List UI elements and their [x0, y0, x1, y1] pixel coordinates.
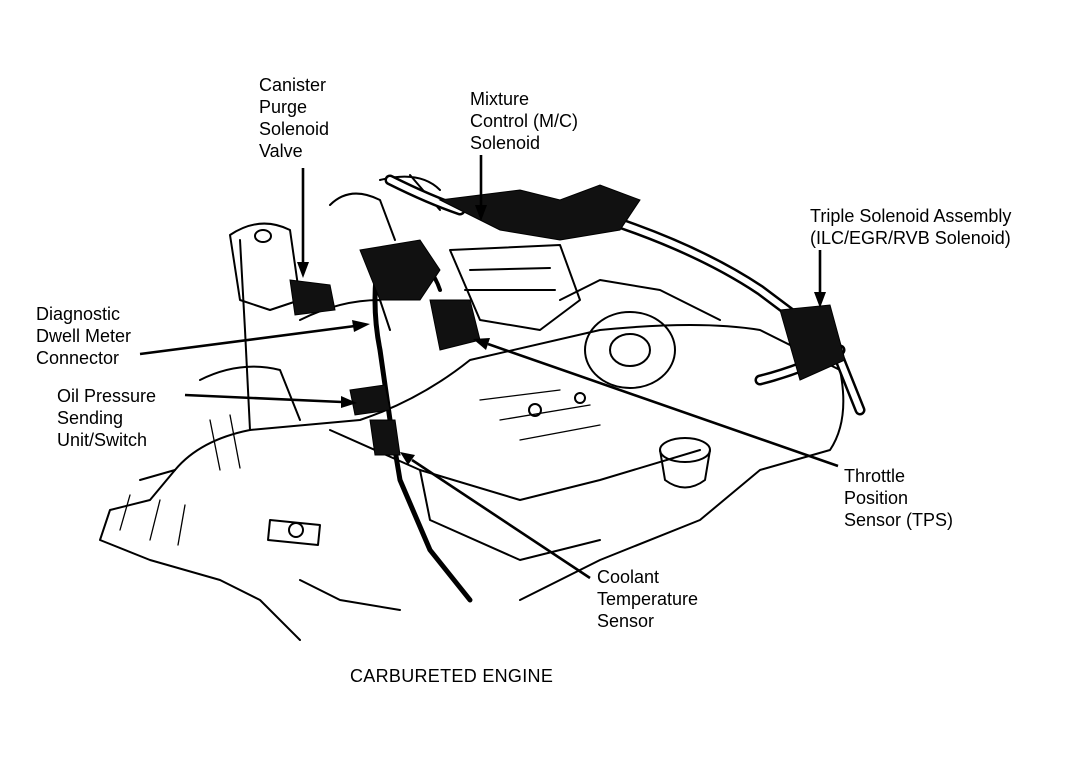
callout-throttle-position-sensor: Throttle Position Sensor (TPS) — [844, 465, 953, 531]
callout-line: Control (M/C) — [470, 111, 579, 131]
arrow-throttle — [473, 338, 490, 350]
callout-triple-solenoid-assembly: Triple Solenoid Assembly (ILC/EGR/RVB So… — [810, 205, 1011, 249]
callout-line: Sensor (TPS) — [844, 510, 954, 530]
callout-oil-pressure-sending-unit: Oil Pressure Sending Unit/Switch — [57, 385, 156, 451]
leader-diagnostic — [139, 324, 356, 356]
leader-throttle — [487, 342, 839, 468]
callout-line: Mixture — [470, 89, 530, 109]
callout-line: Canister — [259, 75, 327, 95]
callout-line: Unit/Switch — [57, 430, 148, 450]
callout-line: Position — [844, 488, 909, 508]
callout-coolant-temperature-sensor: Coolant Temperature Sensor — [597, 566, 698, 632]
callout-line: Sensor — [597, 611, 655, 631]
arrow-mixture — [475, 205, 487, 221]
callout-line: Solenoid — [259, 119, 330, 139]
callout-line: Connector — [36, 348, 120, 368]
leader-coolant — [411, 458, 591, 580]
engine-block — [99, 174, 845, 641]
callout-line: Solenoid — [470, 133, 541, 153]
callout-line: Purge — [259, 97, 308, 117]
callout-line: Dwell Meter — [36, 326, 132, 346]
callout-diagnostic-dwell-meter-connector: Diagnostic Dwell Meter Connector — [36, 303, 131, 369]
leader-oil — [184, 393, 343, 404]
carburetor-components — [289, 184, 846, 456]
arrow-canister — [297, 262, 309, 278]
callout-line: Diagnostic — [36, 304, 121, 324]
callout-line: Sending — [57, 408, 124, 428]
arrow-oil — [341, 396, 357, 408]
callout-mixture-control-solenoid: Mixture Control (M/C) Solenoid — [470, 88, 578, 154]
callout-line: Temperature — [597, 589, 699, 609]
callout-line: Oil Pressure — [57, 386, 157, 406]
callout-line: Throttle — [844, 466, 906, 486]
callout-line: Triple Solenoid Assembly — [810, 206, 1012, 226]
callout-line: (ILC/EGR/RVB Solenoid) — [810, 228, 1011, 248]
arrow-coolant — [400, 452, 415, 465]
diagram-caption: CARBURETED ENGINE — [350, 666, 554, 686]
leader-lines — [139, 155, 839, 580]
callout-line: Coolant — [597, 567, 660, 587]
callout-line: Valve — [259, 141, 303, 161]
callout-canister-purge-solenoid-valve: Canister Purge Solenoid Valve — [259, 74, 329, 162]
arrow-triple — [814, 292, 826, 308]
arrow-diagnostic — [352, 320, 370, 332]
